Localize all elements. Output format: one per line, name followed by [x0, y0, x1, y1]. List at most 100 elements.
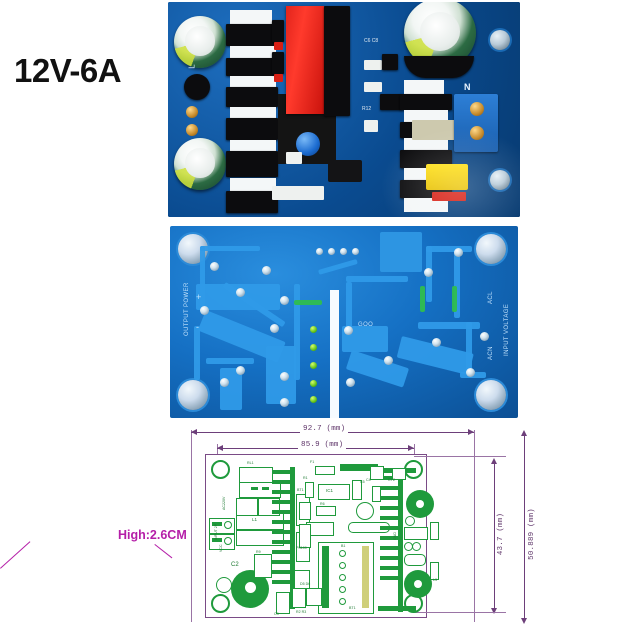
mounting-pad	[490, 170, 510, 190]
drawing-heatsink-fin	[380, 506, 400, 510]
dimension-arrow	[408, 445, 414, 451]
component-label: B1	[341, 544, 346, 548]
heatsink-fin	[226, 58, 278, 76]
extension-line	[414, 612, 506, 613]
pcb-trace	[466, 322, 472, 372]
drawing-capacitor-hole	[414, 580, 422, 588]
smd-component	[364, 60, 382, 70]
component-label: R2 R3	[296, 610, 307, 614]
test-pad	[310, 326, 317, 333]
silkscreen-acl: ACL	[488, 291, 494, 304]
pcb-trace	[346, 282, 352, 336]
smd-component	[380, 94, 402, 110]
drawing-transistor-Q1	[356, 502, 374, 520]
height-note: High:2.6CM	[118, 528, 187, 542]
drawing-component	[404, 554, 426, 566]
smd-component	[364, 82, 382, 92]
solder-joint	[236, 288, 245, 297]
pcb-trace	[200, 246, 205, 306]
pcb-trace	[200, 246, 260, 251]
component-label: IC1	[326, 488, 334, 493]
pcb-trace	[454, 252, 460, 318]
mounting-hole	[476, 380, 506, 410]
drawing-capacitor-hole	[416, 500, 424, 508]
drawing-transformer-core	[362, 546, 369, 608]
drawing-heatsink-fin	[380, 556, 400, 560]
drawing-heatsink-fin	[380, 516, 400, 520]
solder-joint	[210, 262, 219, 271]
solder-joint	[344, 326, 353, 335]
heatsink-fin	[404, 138, 448, 150]
drawing-heatsink-fin	[272, 470, 292, 474]
extension-line	[474, 430, 475, 622]
silkscreen-output-plus: +	[196, 292, 202, 302]
drawing-component-C3	[276, 592, 290, 614]
fuse	[432, 192, 466, 201]
test-pad	[310, 344, 317, 351]
drawing-terminal-contact	[212, 538, 222, 542]
silkscreen-input-voltage: INPUT VOLTAGE	[504, 303, 510, 356]
heatsink-fin	[226, 151, 278, 177]
main-transformer	[286, 6, 324, 114]
solder-side-photo: OUTPUT POWER + - INPUT VOLTAGE ACL ACN G…	[170, 226, 518, 418]
dimension-hole-width: 85.9 (mm)	[298, 441, 347, 449]
drawing-mounting-hole	[211, 460, 230, 479]
safety-capacitor	[426, 164, 468, 190]
silkscreen-acn: ACN	[488, 346, 494, 360]
extension-line	[191, 430, 192, 622]
drawing-pin	[339, 598, 346, 605]
drawing-heatsink-fin	[380, 576, 400, 580]
component-label: R9	[256, 550, 261, 554]
output-capacitor	[174, 138, 226, 190]
drawing-heatsink-fin	[272, 570, 292, 574]
component-label: VCC	[219, 544, 223, 552]
dimension-arrow	[491, 608, 497, 614]
jumper-wire	[294, 300, 322, 305]
component-label: F1	[310, 460, 315, 464]
drawing-heatsink-fin	[272, 510, 292, 514]
ac-terminal-screw	[470, 126, 484, 140]
solder-joint	[280, 296, 289, 305]
component-label: R6	[320, 502, 325, 506]
drawing-capacitor-hole	[245, 582, 256, 593]
drawing-component-RL1	[239, 467, 273, 483]
solder-joint	[432, 338, 441, 347]
solder-joint	[280, 398, 289, 407]
dimension-arrow	[521, 618, 527, 624]
drawing-detail	[251, 487, 258, 490]
drawing-heatsink-spine	[290, 467, 295, 609]
component-label: C4	[366, 478, 371, 482]
heatsink-fin	[226, 24, 278, 46]
drawing-component-D5	[292, 588, 306, 608]
jumper-wire	[420, 286, 425, 312]
heatsink-fin	[226, 87, 278, 107]
solder-joint	[220, 378, 229, 387]
drawing-component-PS100	[299, 524, 311, 548]
output-terminal-screw	[186, 106, 198, 118]
solder-joint	[262, 266, 271, 275]
heatsink-fin	[404, 198, 448, 212]
heatsink-fin	[400, 94, 452, 110]
heatsink-fin	[230, 107, 276, 119]
drawing-fuse	[315, 466, 335, 475]
drawing-heatsink-fin	[380, 566, 400, 570]
drawing-heatsink-fin	[272, 490, 292, 494]
dimension-line-overall-height	[524, 432, 525, 622]
silkscreen-text: R12	[362, 106, 372, 112]
pcb-trace	[346, 276, 408, 282]
pcb-trace	[206, 358, 254, 364]
drawing-heatsink-fin	[380, 526, 400, 530]
drawing-pin	[339, 586, 346, 593]
terminal-label-l: L	[187, 64, 197, 69]
heatsink-fin	[226, 191, 278, 213]
component-label: R1	[303, 476, 308, 480]
capacitor-shadow	[404, 56, 474, 78]
drawing-heatsink-fin	[380, 476, 400, 480]
drawing-mounting-hole	[211, 594, 230, 613]
dimension-arrow	[491, 458, 497, 464]
smd-component	[272, 186, 324, 200]
silkscreen-output-power: OUTPUT POWER	[184, 282, 190, 336]
component-label: CY2	[388, 478, 395, 482]
drawing-component	[412, 542, 421, 551]
